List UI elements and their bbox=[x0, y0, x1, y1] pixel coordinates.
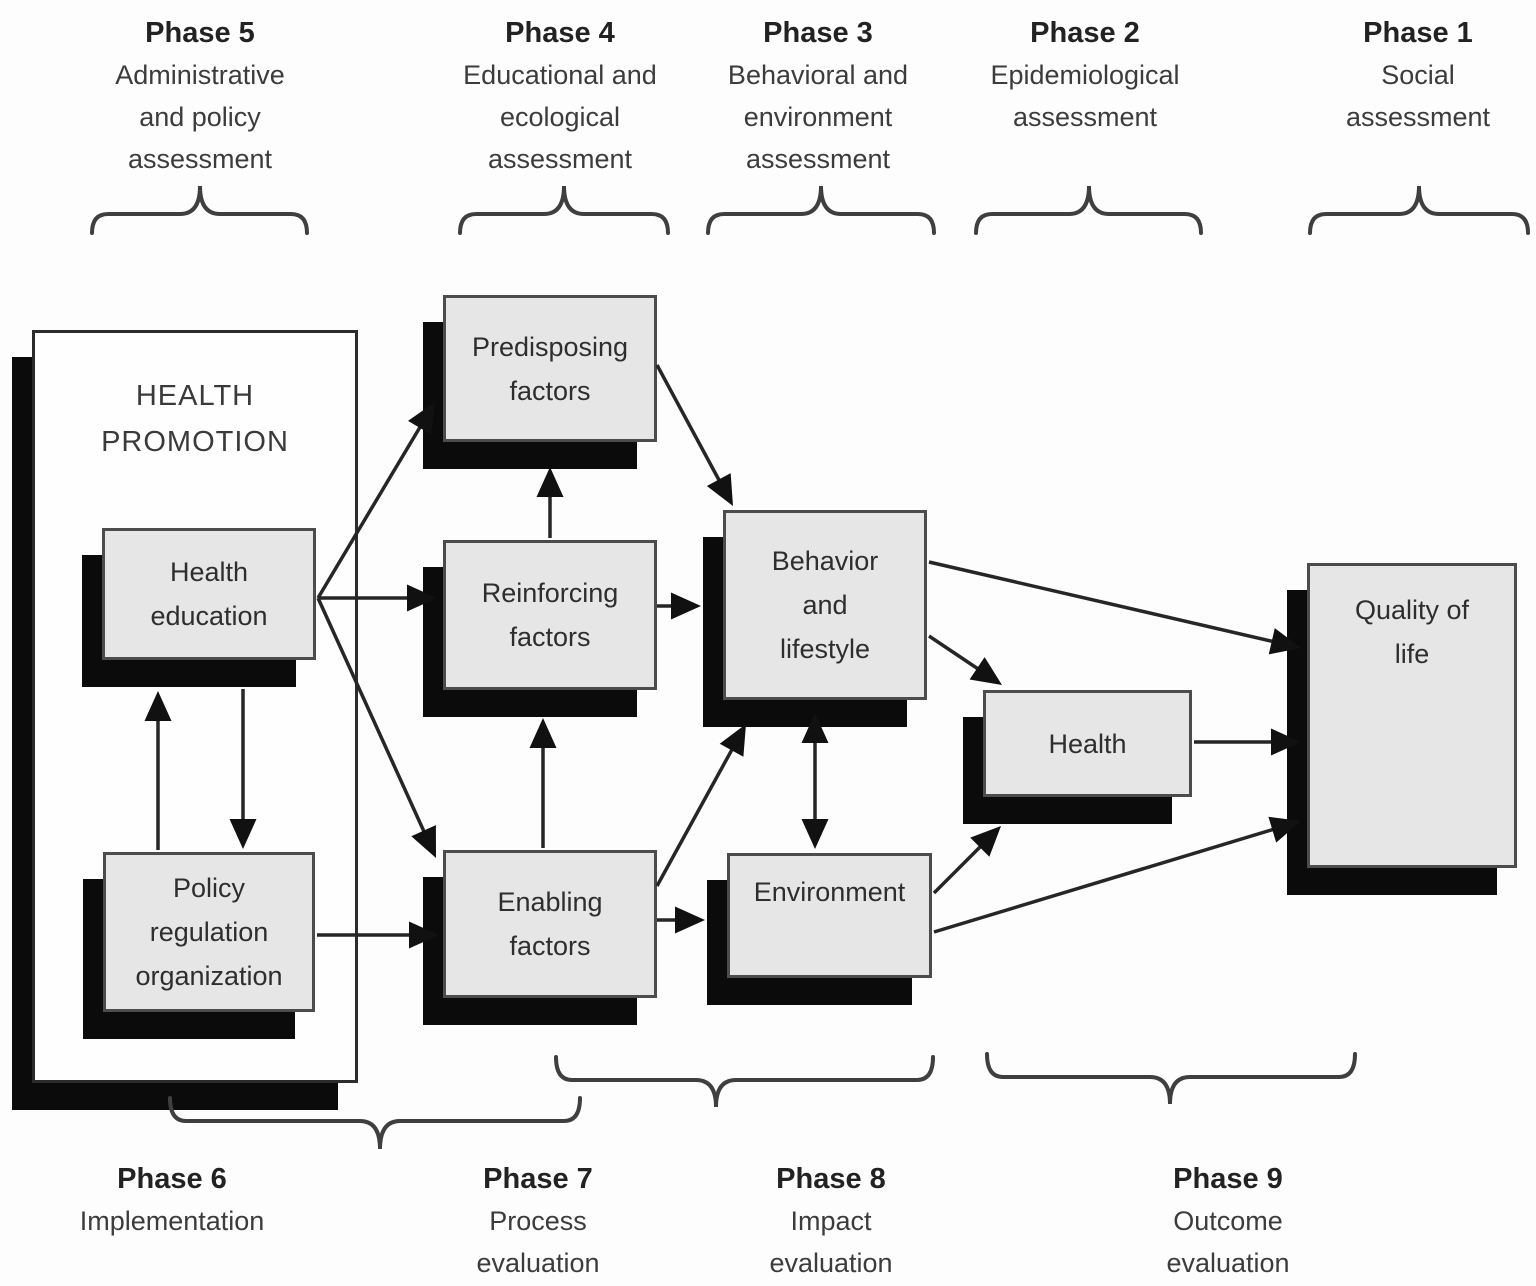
phase-6-title: Phase 6 bbox=[117, 1163, 227, 1195]
environment-box: Environment bbox=[727, 853, 932, 978]
phase-2-title: Phase 2 bbox=[1030, 17, 1140, 49]
phase-6-label: Phase 6 Implementation bbox=[80, 1158, 265, 1242]
brace-phase-2 bbox=[974, 185, 1203, 235]
brace-phase-9 bbox=[985, 1052, 1357, 1105]
arrow-enabling-to-environment bbox=[657, 906, 705, 934]
arrow-reinforcing-to-behavior bbox=[657, 592, 701, 620]
health-box: Health bbox=[983, 690, 1192, 797]
phase-1-title: Phase 1 bbox=[1363, 17, 1473, 49]
arrow-enabling-to-reinforcing bbox=[529, 718, 557, 848]
phase-3-title: Phase 3 bbox=[763, 17, 873, 49]
brace-phase-5 bbox=[90, 185, 309, 235]
brace-phase-3 bbox=[706, 185, 936, 235]
arrow-environment-to-health bbox=[932, 826, 1001, 895]
phase-8-title: Phase 8 bbox=[776, 1163, 886, 1195]
brace-phase-8 bbox=[554, 1055, 935, 1108]
phase-5-title: Phase 5 bbox=[145, 17, 255, 49]
brace-phase-6 bbox=[168, 1096, 582, 1150]
brace-phase-4 bbox=[458, 185, 670, 235]
arrow-reinforcing-to-predisposing bbox=[536, 467, 564, 538]
arrow-behavior-to-health bbox=[928, 634, 1002, 685]
arrow-environment-to-quality-of-life bbox=[933, 816, 1301, 934]
phase-7-title: Phase 7 bbox=[483, 1163, 593, 1195]
brace-phase-1 bbox=[1308, 185, 1530, 235]
phase-6-subtitle: Implementation bbox=[79, 1206, 265, 1236]
arrow-health-to-quality-of-life bbox=[1194, 728, 1301, 756]
arrow-behavior-to-quality-of-life bbox=[928, 560, 1301, 655]
phase-9-title: Phase 9 bbox=[1173, 1163, 1283, 1195]
arrow-behavior-environment-double bbox=[801, 713, 829, 849]
phase-4-title: Phase 4 bbox=[505, 17, 615, 49]
arrow-predisposing-to-behavior bbox=[655, 364, 733, 506]
